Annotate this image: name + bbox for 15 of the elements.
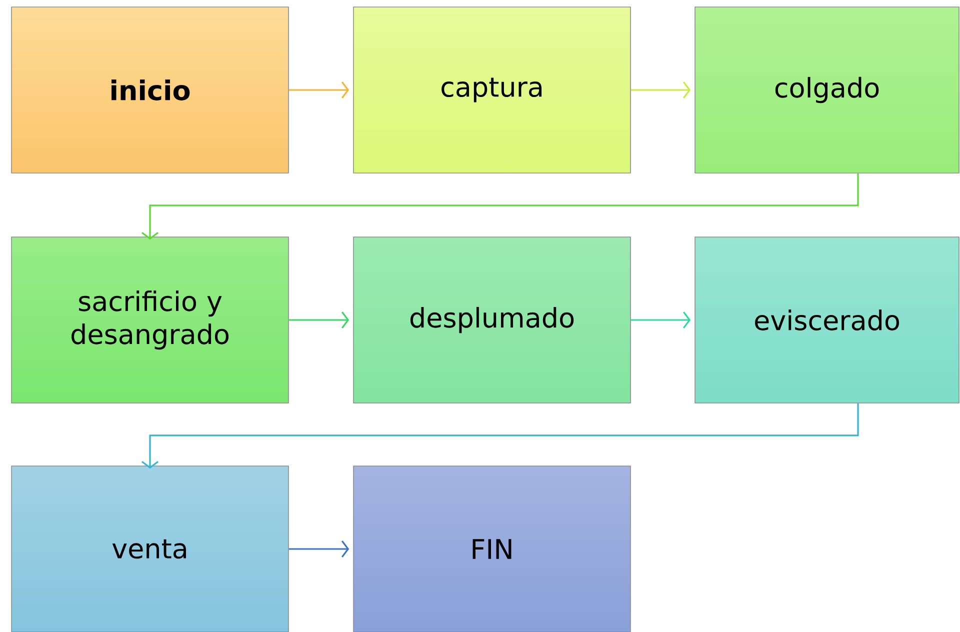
- arrow: [288, 540, 350, 558]
- arrow: [288, 82, 350, 98]
- arrow: [630, 312, 691, 328]
- arrow: [142, 173, 859, 240]
- arrow: [142, 403, 859, 469]
- arrow: [288, 312, 350, 328]
- process-box: colgado: [694, 6, 960, 174]
- process-box: sacrificio y desangrado: [11, 236, 289, 404]
- arrow: [630, 82, 691, 98]
- process-box: venta: [11, 466, 289, 632]
- process-box: desplumado: [353, 236, 631, 404]
- process-box: inicio: [11, 6, 289, 174]
- process-box: captura: [353, 6, 631, 174]
- process-box: FIN: [353, 466, 631, 632]
- process-box: eviscerado: [694, 236, 960, 404]
